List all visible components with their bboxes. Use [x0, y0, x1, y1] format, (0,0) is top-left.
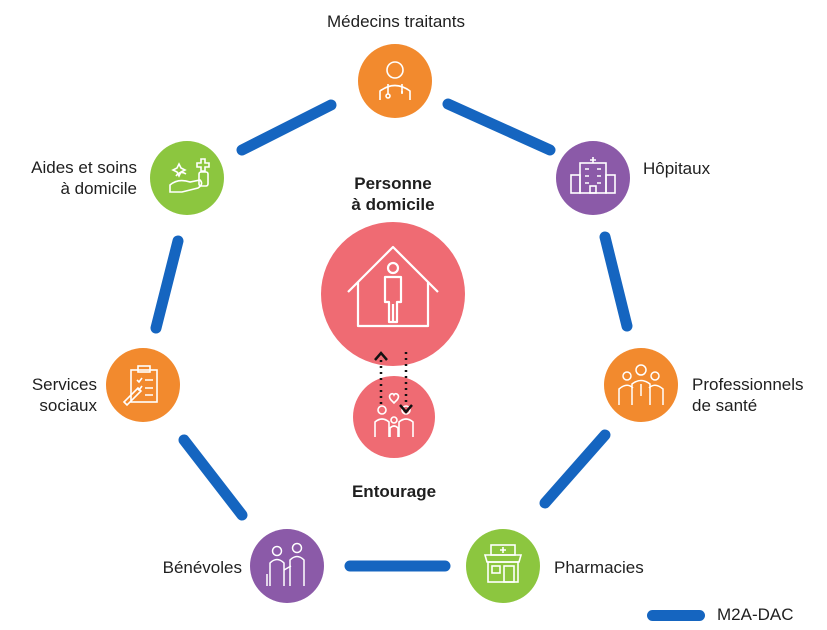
center-title-line1: Personne [354, 174, 432, 193]
label-hopitaux: Hôpitaux [643, 158, 710, 179]
arrow-up-head [374, 351, 388, 361]
entourage-node [353, 376, 435, 458]
family-icon [374, 392, 414, 437]
label-services: Services sociaux [0, 374, 97, 416]
health-professionals-icon [618, 364, 664, 405]
legend: M2A-DAC [647, 605, 794, 625]
node-hopitaux [556, 141, 630, 215]
center-title-line2: à domicile [351, 195, 435, 214]
network-links [150, 98, 633, 572]
label-services-line2: sociaux [39, 396, 97, 415]
link-medecins-hopitaux [442, 98, 556, 156]
label-benevoles-text: Bénévoles [162, 558, 242, 577]
volunteers-icon [266, 542, 305, 586]
clipboard-icon [122, 365, 158, 407]
services-circle [106, 348, 180, 422]
center-title: Personne à domicile [313, 173, 473, 215]
label-aides-line2: à domicile [60, 179, 137, 198]
home-node [321, 222, 465, 366]
benevoles-circle [250, 529, 324, 603]
label-professionnels: Professionnels de santé [692, 374, 804, 416]
label-aides-line1: Aides et soins [31, 158, 137, 177]
label-medecins: Médecins traitants [316, 11, 476, 32]
legend-swatch [647, 609, 705, 621]
node-benevoles [250, 529, 324, 603]
label-professionnels-line1: Professionnels [692, 375, 804, 394]
doctor-icon [379, 61, 411, 100]
entourage-label: Entourage [314, 481, 474, 502]
label-professionnels-line2: de santé [692, 396, 758, 415]
label-aides: Aides et soins à domicile [0, 157, 137, 199]
house-person-icon [347, 245, 439, 328]
node-pharmacies [466, 529, 540, 603]
label-pharmacies: Pharmacies [554, 557, 644, 578]
node-services [106, 348, 180, 422]
arrow-down-head [399, 404, 413, 414]
link-hopitaux-professionnels [599, 231, 633, 332]
hopitaux-circle [556, 141, 630, 215]
link-aides-medecins [236, 99, 337, 156]
link-services-aides [150, 235, 184, 334]
medecins-circle [358, 44, 432, 118]
pharmacies-circle [466, 529, 540, 603]
home-care-icon [169, 158, 210, 193]
link-benevoles-services [178, 434, 248, 521]
node-medecins [358, 44, 432, 118]
label-services-line1: Services [31, 375, 97, 394]
label-hopitaux-text: Hôpitaux [643, 159, 711, 178]
pharmacy-icon [483, 544, 523, 583]
aides-circle [150, 141, 224, 215]
label-medecins-text: Médecins traitants [327, 12, 465, 31]
node-aides [150, 141, 224, 215]
exchange-arrows [374, 351, 413, 414]
legend-label: M2A-DAC [717, 605, 794, 624]
link-professionnels-pharmacies [539, 429, 611, 509]
home-circle [321, 222, 465, 366]
label-benevoles: Bénévoles [140, 557, 242, 578]
label-pharmacies-text: Pharmacies [554, 558, 644, 577]
hospital-icon [570, 157, 616, 194]
node-professionnels [604, 348, 678, 422]
entourage-label-text: Entourage [351, 482, 437, 501]
